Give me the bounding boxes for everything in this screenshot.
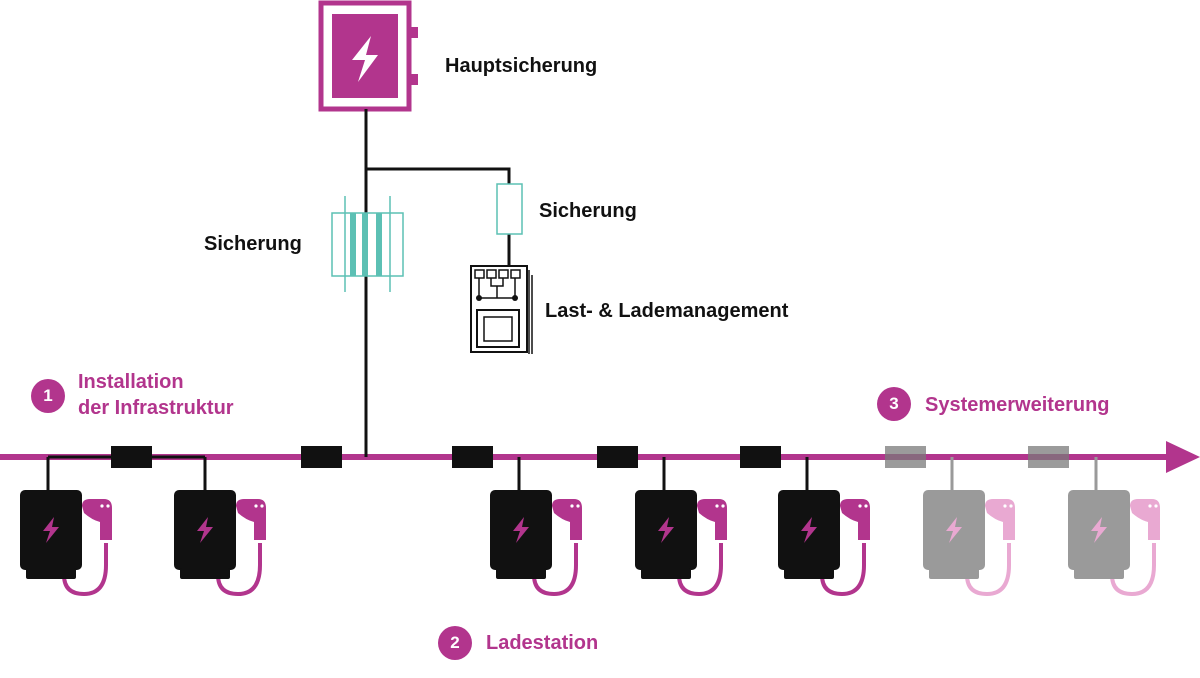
fuse-left-label: Sicherung [204, 233, 302, 255]
charger-icon [635, 490, 727, 597]
charger-icon [490, 490, 582, 597]
step-1-line-1: Installation [78, 371, 184, 393]
charger-icon [174, 490, 266, 597]
fuse-right-icon [496, 183, 523, 235]
connector-box [597, 446, 638, 468]
main-fuse-label: Hauptsicherung [445, 55, 598, 77]
step-1-line-2: der Infrastruktur [78, 397, 234, 419]
lightning-bolt-icon [197, 517, 213, 543]
step-1-badge: 1 [31, 379, 65, 413]
lightning-bolt-icon [43, 517, 59, 543]
charger-icon [1068, 490, 1160, 597]
fuse-right-label: Sicherung [539, 200, 637, 222]
connector-box [452, 446, 493, 468]
lightning-bolt-icon [946, 517, 962, 543]
fuse-left-icon [331, 196, 404, 292]
connector-box [111, 446, 152, 468]
lightning-bolt-icon [1091, 517, 1107, 543]
feed-line-branch [366, 167, 511, 267]
charger-icon [778, 490, 870, 597]
connectors [46, 446, 1098, 490]
main-cable-arrowhead [1166, 441, 1200, 473]
step-3-badge: 3 [877, 387, 911, 421]
connector-box [1028, 446, 1069, 468]
load-management-label: Last- & Lademanagement [545, 300, 789, 322]
chargers [20, 490, 1160, 597]
charger-icon [923, 490, 1015, 597]
lightning-bolt-icon [658, 517, 674, 543]
connector-box [301, 446, 342, 468]
step-2-label: Ladestation [486, 632, 599, 654]
charger-icon [20, 490, 112, 597]
step-1-label: Installation der Infrastruktur [78, 369, 234, 421]
connector-box [885, 446, 926, 468]
step-3-label: Systemerweiterung [925, 394, 1110, 416]
load-management-icon [470, 265, 533, 354]
connector-box [740, 446, 781, 468]
lightning-bolt-icon [801, 517, 817, 543]
lightning-bolt-icon [513, 517, 529, 543]
main-fuse-icon [318, 0, 418, 112]
step-2-badge: 2 [438, 626, 472, 660]
